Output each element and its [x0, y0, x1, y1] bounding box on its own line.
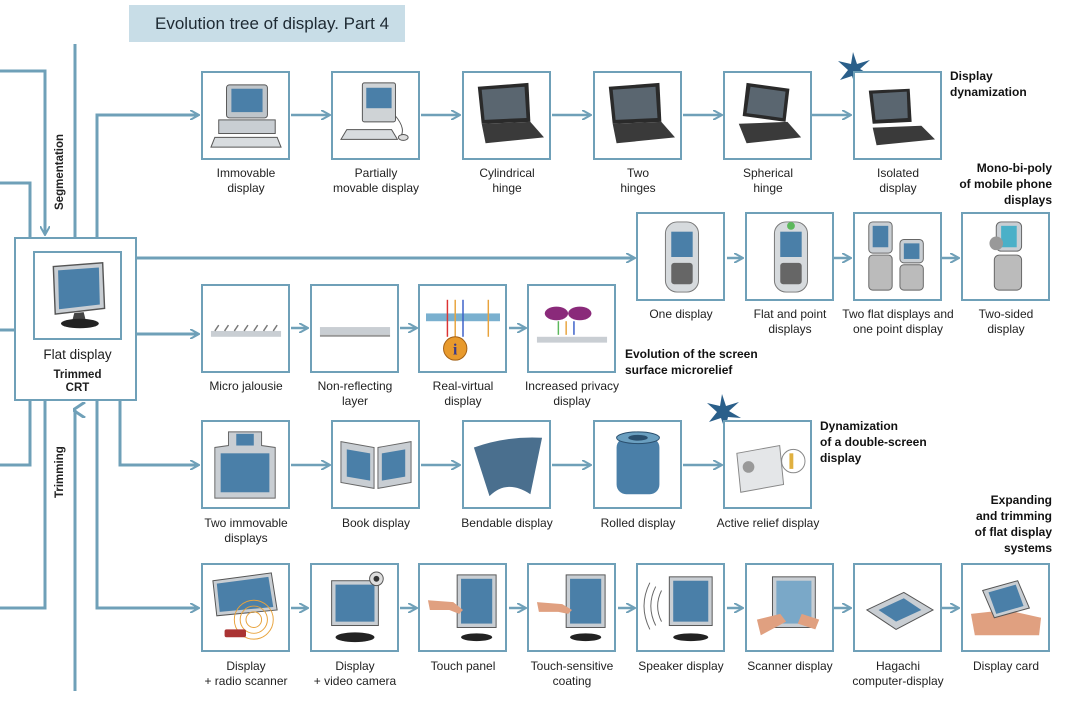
- node-non-reflecting: [310, 284, 399, 373]
- node-two-immovable: [201, 420, 290, 509]
- node-touch-sensitive: [527, 563, 616, 652]
- info-rays-icon: i: [425, 299, 500, 361]
- layer-strip-icon: [319, 326, 390, 337]
- node-isolated-display: [853, 71, 942, 160]
- laptop-icon: [477, 82, 544, 143]
- label-touch-panel: Touch panel: [430, 659, 496, 673]
- node-speaker-display: [636, 563, 725, 652]
- flat-display-center-node: Flat display Trimmed CRT: [14, 237, 137, 401]
- rolled-display-icon: [615, 430, 660, 494]
- label-micro-jalousie: Micro jalousie: [209, 379, 283, 393]
- label-scanner-display: Scanner display: [747, 659, 833, 673]
- hagachi-display-icon: [865, 591, 934, 630]
- label-speaker-display: Speaker display: [638, 659, 724, 673]
- page-title: Evolution tree of display. Part 4: [129, 5, 405, 42]
- laptop-icon: [868, 88, 935, 145]
- speaker-display-icon: [643, 575, 713, 641]
- label-rolled-display: Rolled display: [600, 516, 676, 530]
- display-card-icon: [970, 579, 1041, 635]
- label-radio-scanner: Display+ radio scanner: [204, 659, 288, 688]
- node-micro-jalousie: [201, 284, 290, 373]
- touch-coating-icon: [536, 573, 606, 641]
- flip-phone-icon: [988, 220, 1022, 291]
- node-flat-and-point: [745, 212, 834, 301]
- relief-display-icon: [735, 444, 805, 493]
- mobile-phone-icon: [773, 220, 808, 293]
- center-title: Flat display: [43, 347, 112, 362]
- node-scanner-display: [745, 563, 834, 652]
- touch-panel-icon: [427, 573, 497, 641]
- scanner-display-icon: [756, 575, 819, 635]
- mobile-phone-icon: [664, 220, 699, 293]
- node-touch-panel: [418, 563, 507, 652]
- label-bendable-display: Bendable display: [461, 516, 553, 530]
- node-hagachi: [853, 563, 942, 652]
- node-bendable-display: [462, 420, 551, 509]
- book-display-icon: [339, 440, 412, 489]
- node-rolled-display: [593, 420, 682, 509]
- node-two-hinges: [593, 71, 682, 160]
- bendable-display-icon: [473, 436, 542, 496]
- desktop-computer-icon: [209, 83, 282, 148]
- convertible-laptop-icon: [738, 82, 801, 143]
- node-two-sided: [961, 212, 1050, 301]
- node-radio-scanner: [201, 563, 290, 652]
- svg-text:i: i: [453, 341, 458, 358]
- trimming-label: Trimming: [54, 446, 66, 498]
- radio-scanner-monitor-icon: [211, 571, 278, 640]
- center-subtitle: Trimmed CRT: [53, 369, 102, 394]
- segmentation-label: Segmentation: [54, 133, 66, 210]
- node-display-card: [961, 563, 1050, 652]
- flip-phones-icon: [867, 220, 924, 291]
- label-book-display: Book display: [341, 516, 411, 530]
- node-book-display: [331, 420, 420, 509]
- node-active-relief: [723, 420, 812, 509]
- webcam-monitor-icon: [330, 570, 384, 642]
- label-video-camera: Display+ video camera: [313, 659, 397, 688]
- node-increased-privacy: [527, 284, 616, 373]
- node-cylindrical-hinge: [462, 71, 551, 160]
- label-one-display: One display: [649, 307, 713, 321]
- macintosh-computer-icon: [339, 81, 409, 141]
- glasses-icon: [536, 306, 607, 343]
- node-partially-movable: [331, 71, 420, 160]
- node-video-camera: [310, 563, 399, 652]
- laptop-icon: [608, 82, 675, 143]
- node-one-display: [636, 212, 725, 301]
- micro-jalousie-icon: [210, 324, 281, 337]
- node-two-flat-one-point: [853, 212, 942, 301]
- label-active-relief: Active relief display: [716, 516, 820, 530]
- two-screens-icon: [213, 430, 276, 499]
- node-real-virtual: i: [418, 284, 507, 373]
- node-immovable-display: [201, 71, 290, 160]
- star-icon: [707, 52, 872, 430]
- label-display-card: Display card: [972, 659, 1040, 673]
- node-spherical-hinge: [723, 71, 812, 160]
- flat-monitor-icon: [33, 251, 122, 340]
